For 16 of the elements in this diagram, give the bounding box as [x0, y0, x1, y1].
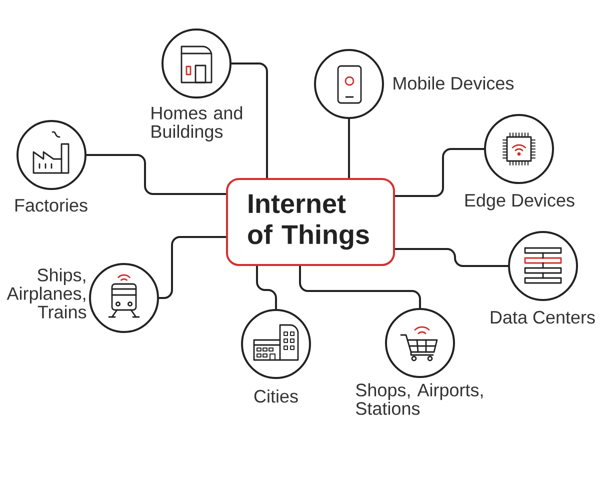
hub-box: Internet of Things: [226, 178, 395, 266]
category-label: Data Centers: [490, 310, 595, 324]
connector-line: [86, 154, 226, 195]
connector-line: [395, 248, 508, 267]
connector-line: [232, 62, 268, 178]
connector-line: [256, 266, 277, 309]
category-label: Mobile Devices: [394, 76, 514, 90]
connector-line: [395, 148, 484, 197]
category-label: Factories: [15, 198, 88, 212]
category-label: Ships, Airplanes, Trains: [6, 268, 86, 318]
category-label: Homes and Buildings: [152, 106, 242, 142]
category-label: Cities: [254, 389, 298, 403]
category-label: Edge Devices: [465, 193, 574, 210]
connector-line: [299, 266, 421, 308]
category-label: Shops, Airports, Stations: [356, 383, 483, 415]
connector-line: [348, 119, 350, 178]
